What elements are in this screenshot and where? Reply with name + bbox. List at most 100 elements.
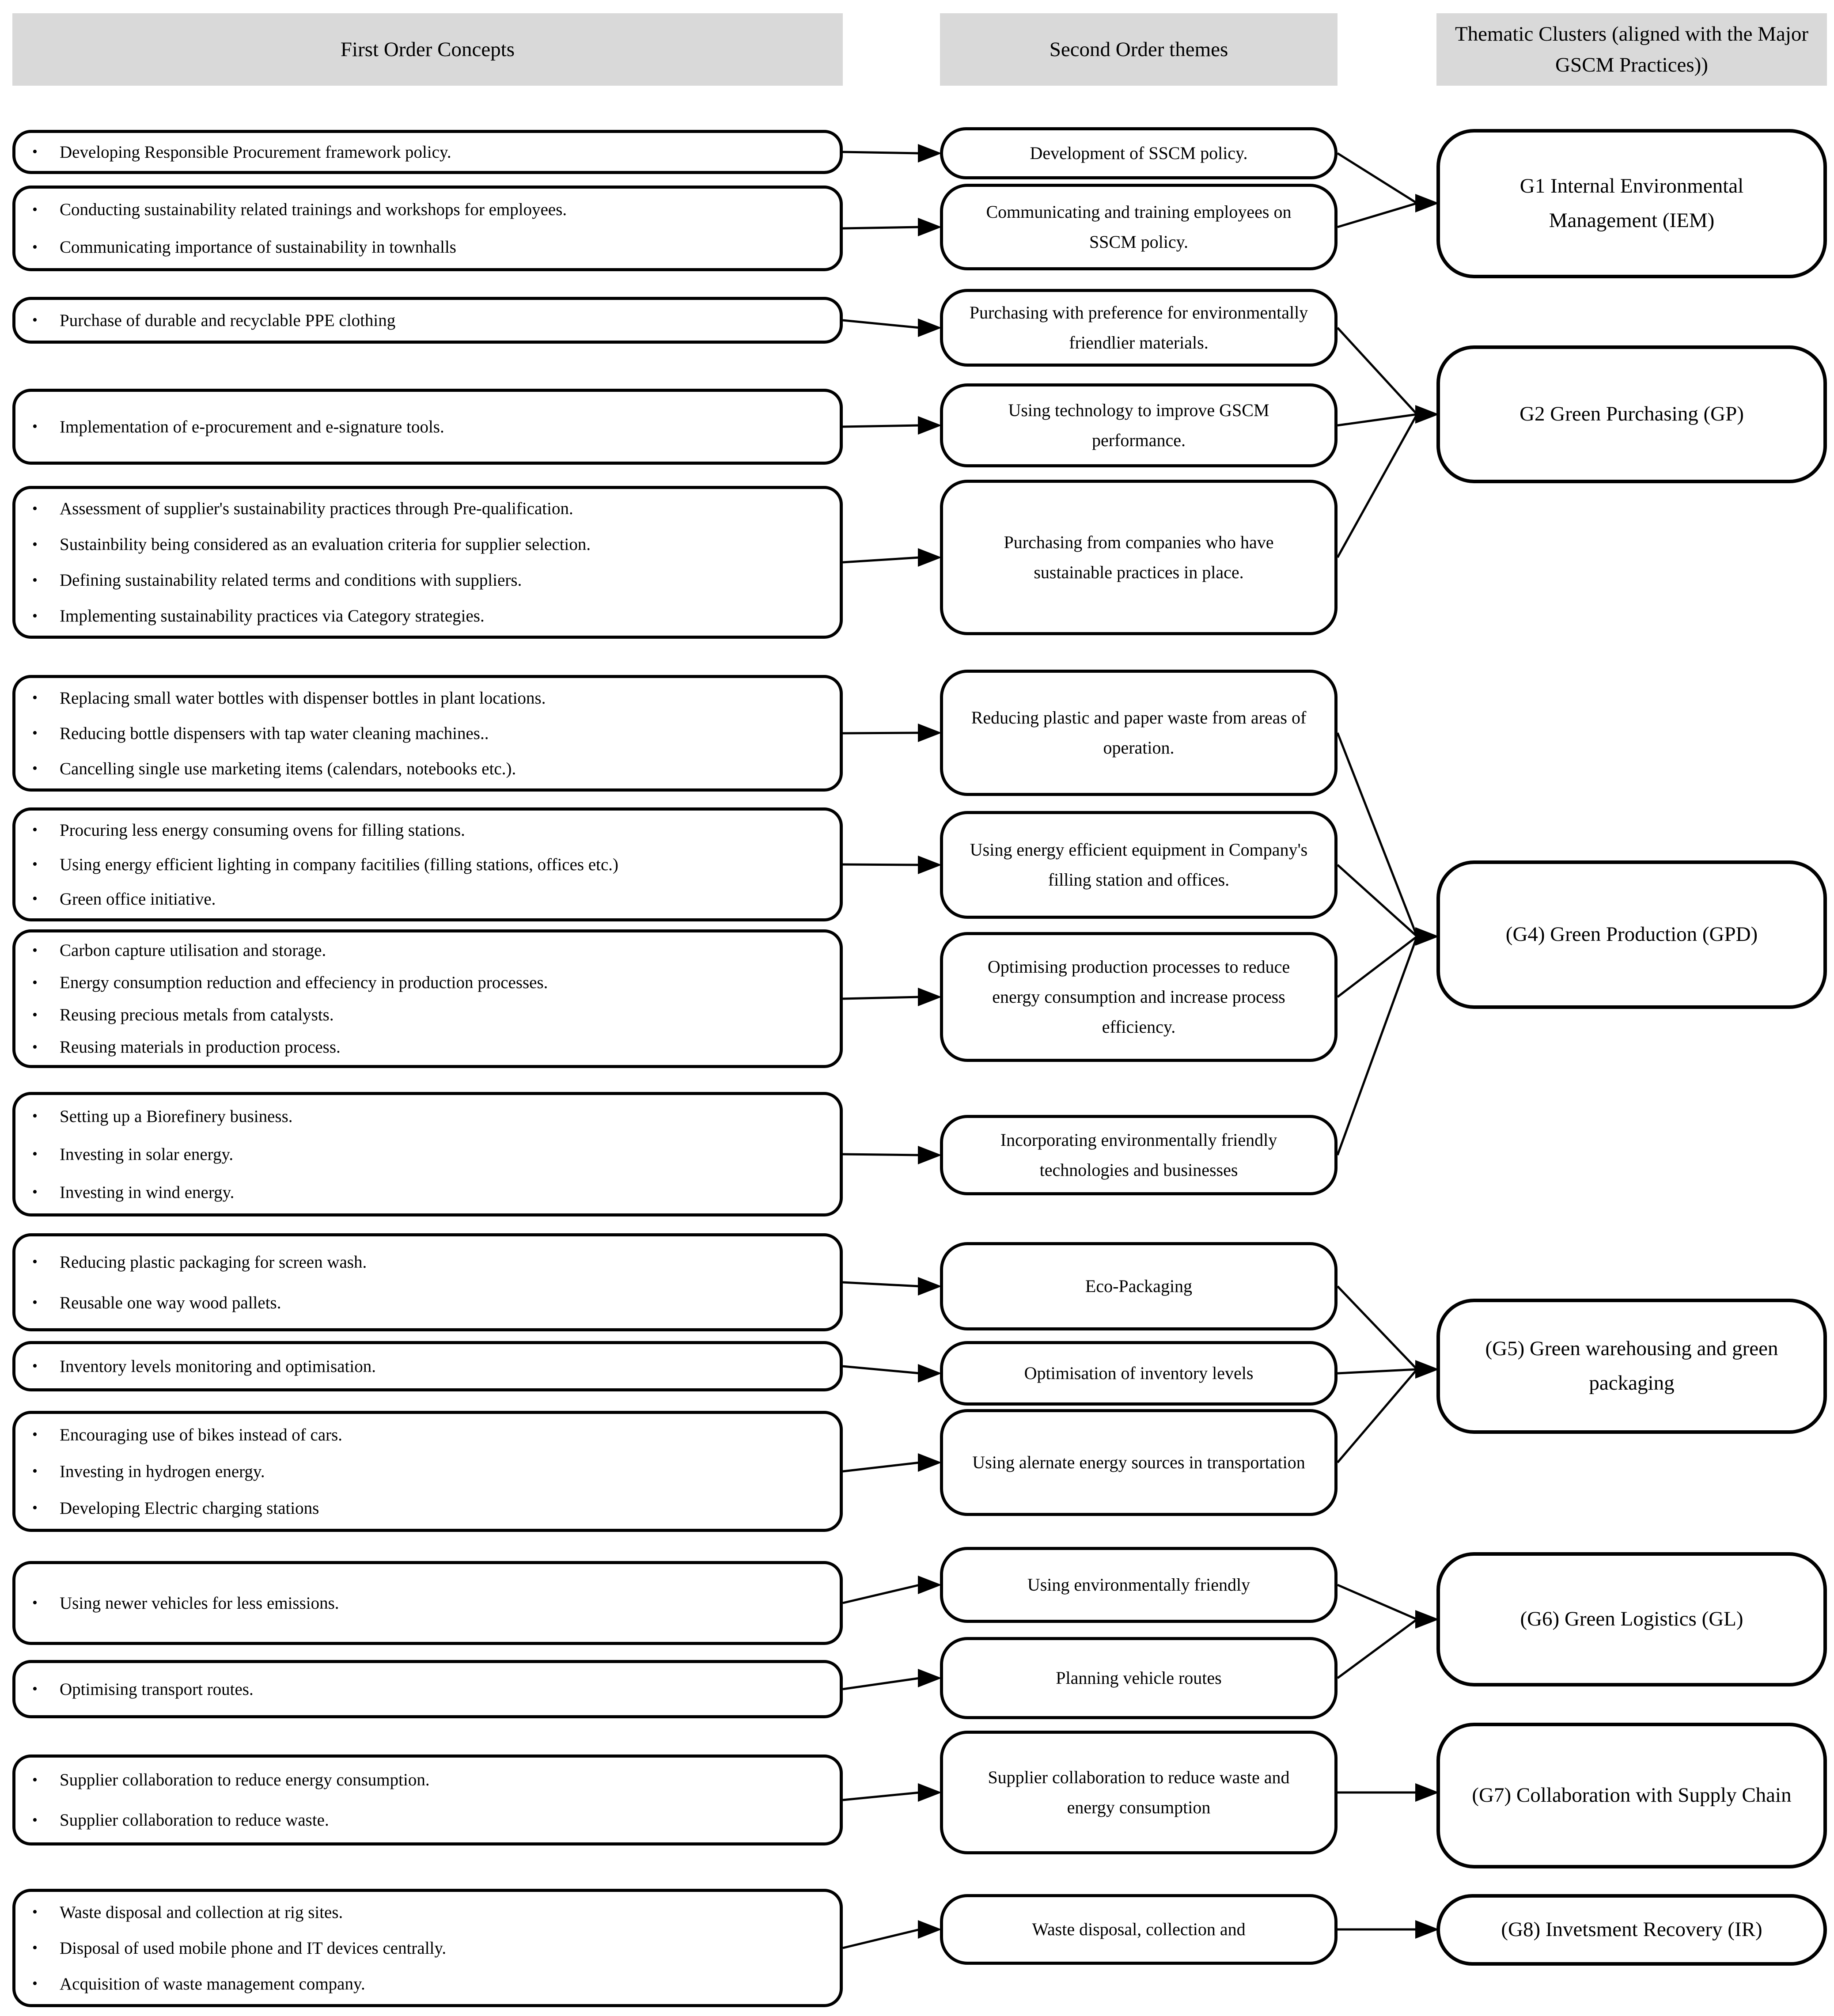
arrowhead-icon — [1415, 405, 1439, 424]
cluster-box-g8: (G8) Invetsment Recovery (IR) — [1436, 1894, 1827, 1966]
bullet-text: Using newer vehicles for less emissions. — [60, 1593, 339, 1613]
second-order-theme-box: Supplier collaboration to reduce waste a… — [940, 1731, 1338, 1854]
bullet-item: Using newer vehicles for less emissions. — [15, 1583, 840, 1623]
bullet-text: Using energy efficient lighting in compa… — [60, 855, 619, 874]
bullet-text: Supplier collaboration to reduce energy … — [60, 1770, 430, 1789]
connector-line — [1337, 1368, 1417, 1375]
second-order-theme-label: Using alernate energy sources in transpo… — [972, 1452, 1305, 1472]
arrowhead-icon — [1415, 927, 1439, 946]
cluster-box-g1: G1 Internal Environmental Management (IE… — [1436, 129, 1827, 278]
connector-line — [1337, 1618, 1418, 1679]
first-order-box: Developing Responsible Procurement frame… — [12, 130, 843, 174]
arrowhead-icon — [918, 988, 942, 1006]
arrowhead-icon — [918, 318, 942, 337]
bullet-text: Carbon capture utilisation and storage. — [60, 941, 326, 960]
bullet-text: Sustainbility being considered as an eva… — [60, 535, 591, 554]
arrowhead-icon — [918, 1669, 942, 1687]
arrowhead-icon — [918, 724, 942, 742]
second-order-theme-box: Using energy efficient equipment in Comp… — [940, 811, 1338, 919]
second-order-theme-box: Eco-Packaging — [940, 1242, 1338, 1330]
bullet-item: Implementing sustainability practices vi… — [15, 598, 840, 634]
second-order-theme-label: Purchasing from companies who have susta… — [1004, 532, 1274, 582]
arrowhead-icon — [1415, 1360, 1439, 1379]
connector-line — [842, 1677, 920, 1690]
bullet-text: Reducing bottle dispensers with tap wate… — [60, 724, 489, 743]
column-header-thematic-clusters: Thematic Clusters (aligned with the Majo… — [1436, 13, 1827, 86]
arrowhead-icon — [918, 548, 942, 567]
bullet-text: Supplier collaboration to reduce waste. — [60, 1811, 329, 1830]
second-order-theme-label: Supplier collaboration to reduce waste a… — [988, 1767, 1290, 1817]
arrowhead-icon — [918, 1576, 942, 1594]
connector-line — [842, 151, 920, 155]
cluster-label: (G5) Green warehousing and green packagi… — [1485, 1337, 1778, 1395]
second-order-theme-label: Eco-Packaging — [1085, 1276, 1193, 1296]
bullet-item: Optimising transport routes. — [15, 1669, 840, 1709]
connector-line — [842, 863, 920, 866]
second-order-theme-label: Using energy efficient equipment in Comp… — [970, 840, 1308, 890]
second-order-theme-box: Using environmentally friendly — [940, 1547, 1338, 1623]
bullet-item: Setting up a Biorefinery business. — [15, 1097, 840, 1135]
arrowhead-icon — [918, 1453, 942, 1472]
second-order-theme-label: Optimising production processes to reduc… — [987, 957, 1290, 1037]
bullet-item: Reducing plastic packaging for screen wa… — [15, 1242, 840, 1282]
cluster-box-g7: (G7) Collaboration with Supply Chain — [1436, 1723, 1827, 1868]
bullet-item: Supplier collaboration to reduce energy … — [15, 1760, 840, 1800]
cluster-label: (G4) Green Production (GPD) — [1505, 923, 1758, 946]
bullet-text: Purchase of durable and recyclable PPE c… — [60, 311, 396, 330]
bullet-text: Inventory levels monitoring and optimisa… — [60, 1357, 376, 1376]
bullet-item: Reusable one way wood pallets. — [15, 1282, 840, 1323]
arrowhead-icon — [918, 1146, 942, 1164]
bullet-item: Assessment of supplier's sustainability … — [15, 491, 840, 527]
second-order-theme-label: Communicating and training employees on … — [986, 202, 1292, 252]
connector-line — [842, 319, 920, 329]
arrowhead-icon — [1415, 1610, 1439, 1629]
second-order-theme-box: Purchasing with preference for environme… — [940, 289, 1338, 367]
second-order-theme-box: Incorporating environmentally friendly t… — [940, 1115, 1338, 1195]
connector-line — [842, 1928, 920, 1949]
first-order-box: Implementation of e-procurement and e-si… — [12, 389, 843, 465]
bullet-text: Reusing precious metals from catalysts. — [60, 1005, 334, 1024]
connector-line — [1337, 1368, 1418, 1463]
first-order-box: Inventory levels monitoring and optimisa… — [12, 1341, 843, 1391]
connector-line — [842, 424, 920, 428]
arrowhead-icon — [918, 856, 942, 874]
bullet-item: Investing in solar energy. — [15, 1135, 840, 1173]
cluster-label: G2 Green Purchasing (GP) — [1519, 402, 1744, 426]
connector-line — [842, 1281, 920, 1288]
cluster-label: (G8) Invetsment Recovery (IR) — [1501, 1918, 1762, 1941]
cluster-box-g6: (G6) Green Logistics (GL) — [1436, 1552, 1827, 1686]
bullet-item: Supplier collaboration to reduce waste. — [15, 1800, 840, 1840]
connector-line — [1336, 936, 1418, 1156]
bullet-item: Purchase of durable and recyclable PPE c… — [15, 302, 840, 338]
first-order-box: Supplier collaboration to reduce energy … — [12, 1755, 843, 1845]
arrowhead-icon — [918, 1920, 942, 1939]
cluster-label: (G7) Collaboration with Supply Chain — [1472, 1784, 1792, 1807]
bullet-item: Acquisition of waste management company. — [15, 1966, 840, 2002]
bullet-item: Disposal of used mobile phone and IT dev… — [15, 1930, 840, 1966]
bullet-text: Energy consumption reduction and effecie… — [60, 973, 548, 992]
bullet-text: Procuring less energy consuming ovens fo… — [60, 820, 465, 840]
first-order-box: Setting up a Biorefinery business.Invest… — [12, 1092, 843, 1216]
first-order-box: Waste disposal and collection at rig sit… — [12, 1889, 843, 2007]
second-order-theme-label: Using environmentally friendly — [1027, 1575, 1250, 1595]
arrowhead-icon — [918, 144, 942, 163]
first-order-box: Encouraging use of bikes instead of cars… — [12, 1411, 843, 1532]
second-order-theme-label: Incorporating environmentally friendly t… — [1000, 1130, 1277, 1180]
column-header-second-order-themes: Second Order themes — [940, 13, 1338, 86]
cluster-box-g4: (G4) Green Production (GPD) — [1436, 860, 1827, 1009]
bullet-item: Cancelling single use marketing items (c… — [15, 751, 840, 786]
bullet-item: Sustainbility being considered as an eva… — [15, 527, 840, 562]
bullet-text: Implementing sustainability practices vi… — [60, 606, 485, 625]
bullet-item: Inventory levels monitoring and optimisa… — [15, 1346, 840, 1386]
connector-line — [842, 1584, 920, 1604]
bullet-item: Reusing materials in production process. — [15, 1031, 840, 1063]
bullet-text: Green office initiative. — [60, 889, 216, 909]
bullet-item: Implementation of e-procurement and e-si… — [15, 406, 840, 447]
second-order-theme-box: Optimising production processes to reduc… — [940, 932, 1338, 1062]
cluster-box-g2: G2 Green Purchasing (GP) — [1436, 345, 1827, 483]
second-order-theme-label: Using technology to improve GSCM perform… — [1008, 400, 1269, 450]
connector-line — [842, 226, 920, 230]
connector-line — [1337, 202, 1417, 228]
bullet-item: Conducting sustainability related traini… — [15, 191, 840, 228]
second-order-theme-label: Reducing plastic and paper waste from ar… — [971, 708, 1307, 758]
